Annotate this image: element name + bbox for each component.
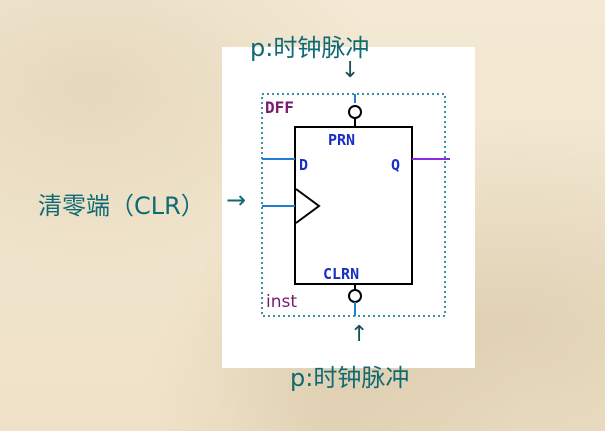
prn-inversion-bubble — [348, 105, 362, 119]
arrow-down-icon: ↓ — [341, 58, 360, 83]
pin-q-label: Q — [391, 156, 400, 174]
top-clock-label: p:时钟脉冲 — [250, 34, 370, 62]
bottom-clock-label: p:时钟脉冲 — [290, 364, 410, 392]
pin-d-label: D — [299, 156, 308, 174]
component-boundary — [261, 93, 446, 317]
arrow-up-icon: ↑ — [350, 322, 369, 347]
clock-triangle — [295, 188, 321, 224]
instance-label: inst — [266, 292, 297, 312]
pin-clrn-label: CLRN — [323, 265, 359, 283]
dff-body — [294, 126, 413, 285]
pin-prn-label: PRN — [328, 131, 355, 149]
clrn-inversion-bubble — [348, 289, 362, 303]
arrow-right-icon: → — [226, 186, 247, 214]
clear-end-label: 清零端（CLR） — [38, 192, 205, 220]
component-type-label: DFF — [265, 98, 294, 117]
